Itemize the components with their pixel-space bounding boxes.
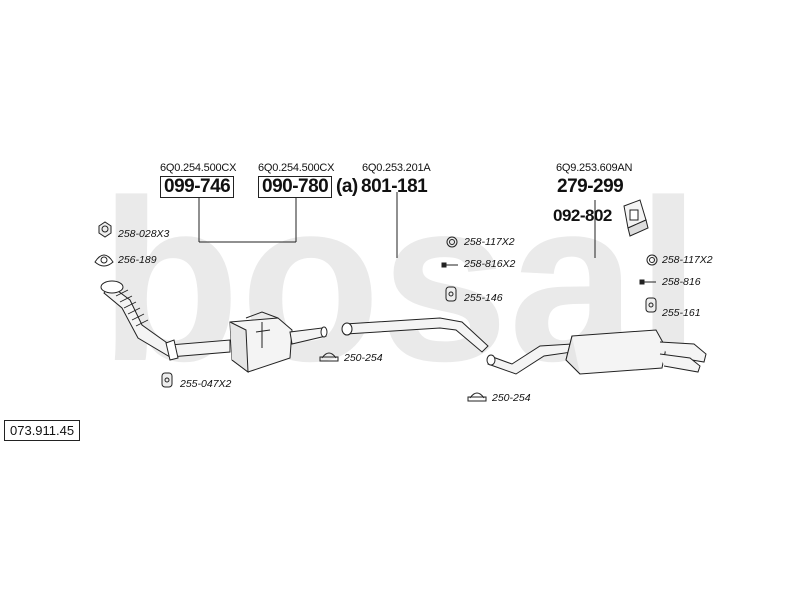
mount-icon [161,372,173,388]
accessory-label: 258-117X2 [662,254,713,266]
front-pipe [100,280,231,361]
part-ref-3: 6Q0.253.201A [362,162,431,174]
mounting-bracket [623,199,649,237]
part-number-3[interactable]: 801-181 [361,176,428,197]
ring-icon [646,254,658,266]
accessory-label: 255-161 [662,307,701,319]
bolt-icon [639,279,656,285]
accessory-label: 256-189 [118,254,157,266]
catalytic-converter [229,311,328,374]
accessory-label: 258-816 [662,276,701,288]
part-number-2[interactable]: 090-780 [258,176,333,198]
accessory-label: 258-117X2 [464,236,515,248]
rear-silencer-assembly [486,329,707,375]
clamp-icon [319,352,339,362]
accessory-label: 258-028X3 [118,228,170,240]
leader-lines [198,192,596,258]
clamp-icon [467,392,487,402]
gasket-icon [94,254,114,267]
accessory-label: 250-254 [492,392,531,404]
accessory-label: 250-254 [344,352,383,364]
flex-section [115,289,149,327]
part-number-4[interactable]: 279-299 [557,176,624,197]
mount-icon [645,297,657,313]
part-number-1[interactable]: 099-746 [160,176,235,198]
catalog-number: 073.911.45 [4,420,81,441]
part-ref-4: 6Q9.253.609AN [556,162,633,174]
ring-icon [446,236,458,248]
part-ref-2: 6Q0.254.500CX [258,162,335,174]
part-suffix-2: (a) [336,176,358,197]
accessory-label: 255-146 [464,292,503,304]
mount-icon [445,286,457,302]
part-number-5[interactable]: 092-802 [553,206,612,225]
part-ref-1: 6Q0.254.500CX [160,162,237,174]
accessory-label: 258-816X2 [464,258,516,270]
front-pipe-flange [100,280,124,294]
middle-pipe [341,317,489,353]
bolt-icon [441,262,458,268]
nut-icon [98,221,112,238]
accessory-label: 255-047X2 [180,378,232,390]
